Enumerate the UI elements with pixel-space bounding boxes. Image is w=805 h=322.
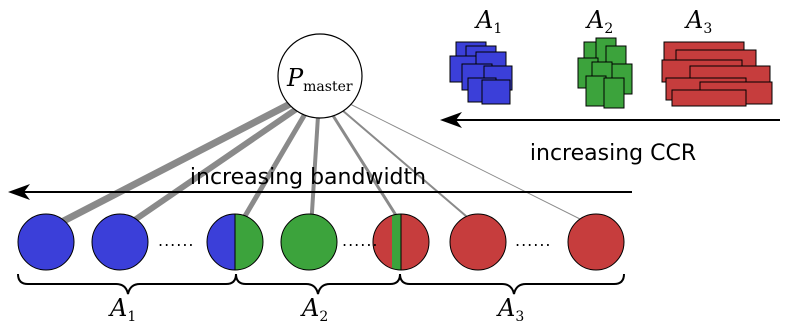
app-a1-stack xyxy=(449,41,513,105)
group-a1-label: A1 xyxy=(108,294,136,322)
ellipsis-3: ...... xyxy=(515,231,552,250)
worker-node-1 xyxy=(17,213,75,271)
link-7 xyxy=(349,103,599,229)
link-6 xyxy=(341,109,481,229)
link-3 xyxy=(235,111,308,231)
ellipsis-1: ...... xyxy=(158,231,195,250)
link-1 xyxy=(46,100,294,232)
bandwidth-links xyxy=(46,100,599,232)
link-4 xyxy=(309,114,320,230)
master-node: Pmaster xyxy=(277,33,363,119)
ccr-label: increasing CCR xyxy=(530,141,696,166)
worker-node-2 xyxy=(91,213,149,271)
brace-a2 xyxy=(235,273,401,295)
worker-node-blue-green xyxy=(206,213,264,271)
worker-node-green xyxy=(280,213,338,271)
brace-a3 xyxy=(399,273,625,295)
ellipsis-2: ...... xyxy=(342,231,379,250)
group-a3-label: A3 xyxy=(496,294,524,322)
app-a1-label: A1 xyxy=(474,6,502,37)
app-a3-stack xyxy=(661,41,773,107)
worker-node-red-1 xyxy=(449,213,507,271)
app-a2-label: A2 xyxy=(585,6,613,37)
worker-node-red-2 xyxy=(567,213,625,271)
bandwidth-label: increasing bandwidth xyxy=(190,165,426,190)
brace-a1 xyxy=(17,273,237,295)
master-label: Pmaster xyxy=(286,64,353,95)
group-a2-label: A2 xyxy=(300,294,328,322)
worker-nodes xyxy=(17,213,625,271)
bandwidth-arrow: increasing bandwidth xyxy=(8,165,632,200)
worker-node-green-red xyxy=(372,213,430,271)
group-braces xyxy=(17,273,625,295)
ccr-arrow: increasing CCR xyxy=(440,112,780,166)
link-5 xyxy=(330,112,406,230)
app-a2-stack xyxy=(577,37,633,109)
app-a3-label: A3 xyxy=(684,6,712,37)
link-2 xyxy=(120,107,298,231)
